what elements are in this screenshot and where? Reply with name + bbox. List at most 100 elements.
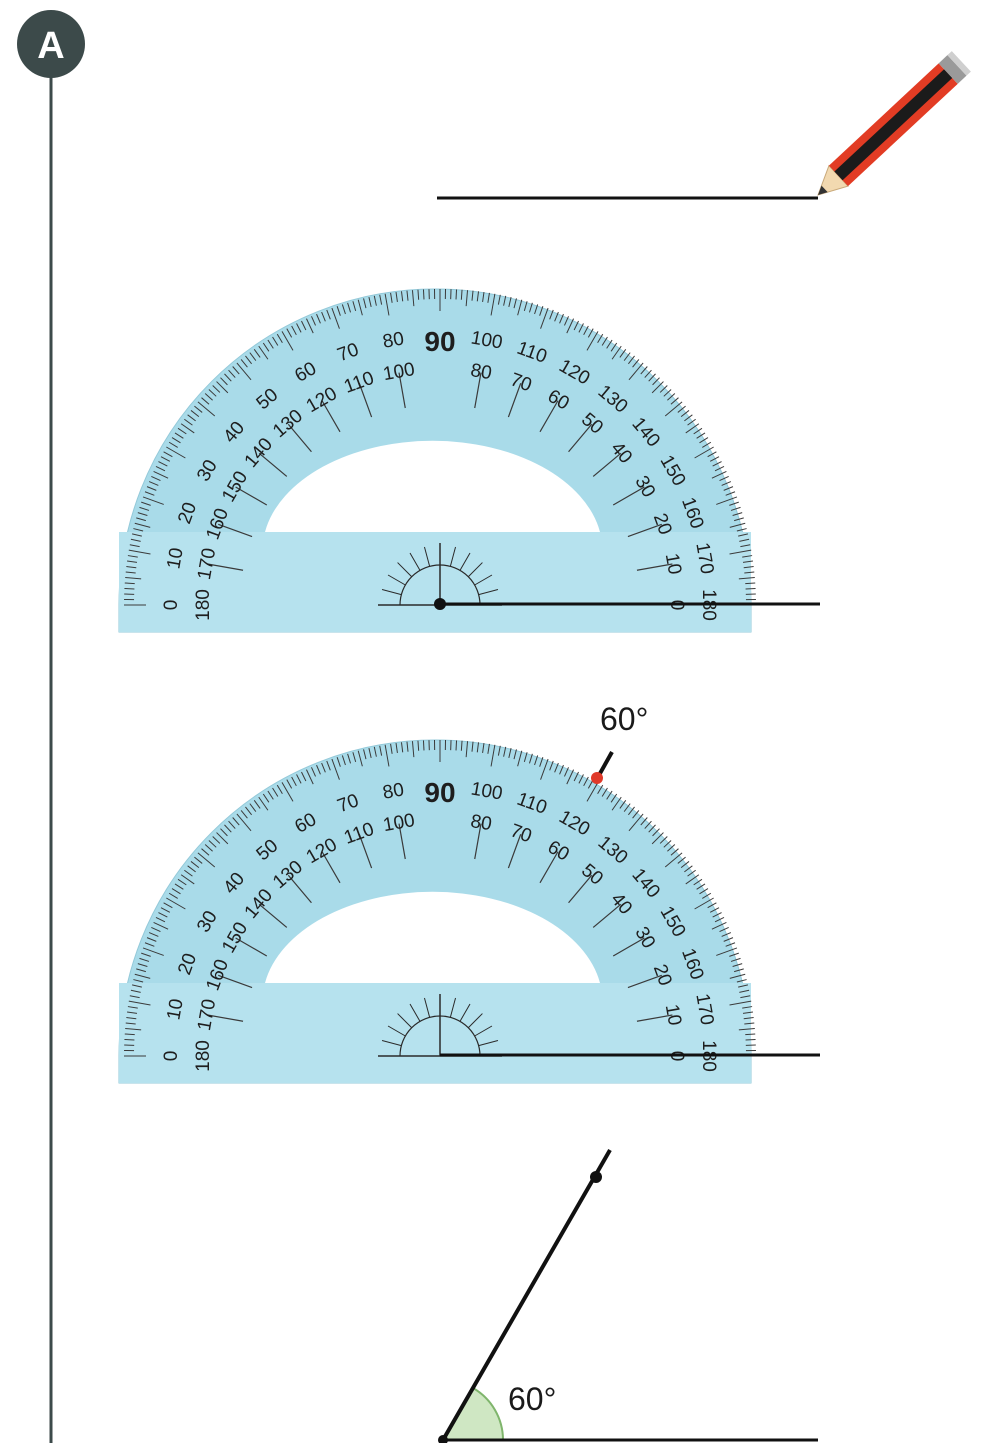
scale-tick bbox=[180, 423, 195, 434]
scale-tick bbox=[740, 544, 751, 548]
scale-tick bbox=[212, 385, 221, 393]
scale-tick bbox=[712, 912, 722, 918]
scale-tick bbox=[628, 813, 644, 832]
scale-tick bbox=[395, 743, 398, 754]
scale-tick bbox=[549, 309, 554, 320]
scale-tick bbox=[711, 921, 727, 930]
scale-tick bbox=[190, 410, 200, 418]
scale-tick bbox=[347, 753, 352, 764]
scale-tick bbox=[606, 339, 613, 349]
scale-tick bbox=[276, 784, 283, 794]
scale-tick bbox=[564, 767, 569, 777]
guide-tick bbox=[287, 423, 312, 453]
scale-tick bbox=[744, 571, 755, 574]
pencil-icon bbox=[817, 51, 971, 196]
guide-tick bbox=[398, 823, 406, 860]
guide-tick bbox=[321, 400, 341, 433]
scale-tick bbox=[652, 828, 660, 837]
scale-tick bbox=[240, 810, 248, 819]
scale-tick bbox=[301, 771, 307, 782]
scale-tick bbox=[559, 313, 564, 324]
scale-tick bbox=[177, 878, 187, 886]
scale-tick bbox=[347, 302, 352, 313]
scale-tick bbox=[687, 869, 696, 877]
guide-tick bbox=[592, 452, 622, 477]
center-arc bbox=[399, 564, 481, 606]
scale-tick bbox=[291, 325, 297, 336]
scale-tick bbox=[400, 742, 404, 753]
scale-tick bbox=[742, 1011, 753, 1014]
scale-tick bbox=[373, 295, 377, 306]
scale-90-label: 90 bbox=[424, 326, 455, 357]
scale-tick bbox=[513, 749, 517, 760]
scale-tick bbox=[363, 298, 367, 309]
guide-tick bbox=[636, 563, 673, 571]
scale-tick bbox=[258, 345, 269, 360]
scale-tick bbox=[127, 560, 138, 563]
scale-tick bbox=[180, 874, 195, 885]
scale-tick bbox=[262, 342, 270, 352]
scale-tick bbox=[336, 757, 341, 767]
scale-tick bbox=[228, 369, 236, 378]
scale-tick bbox=[174, 432, 184, 439]
guide-tick bbox=[627, 974, 662, 989]
step-badge: A bbox=[17, 10, 85, 78]
scale-tick bbox=[659, 385, 668, 393]
scale-tick bbox=[417, 740, 420, 751]
scale-tick bbox=[141, 952, 151, 957]
scale-tick bbox=[573, 771, 579, 782]
scale-tick bbox=[232, 817, 240, 826]
scale-tick bbox=[663, 389, 672, 397]
scale-tick bbox=[232, 366, 240, 375]
scale-tick bbox=[745, 1033, 756, 1036]
scale-tick bbox=[460, 740, 463, 751]
scale-tick bbox=[539, 306, 544, 316]
scale-tick bbox=[719, 476, 729, 481]
guide-tick bbox=[507, 834, 522, 869]
scale-tick bbox=[734, 517, 744, 522]
scale-tick bbox=[640, 817, 648, 826]
marker-pointer bbox=[596, 751, 614, 778]
scale-tick bbox=[197, 401, 216, 417]
scale-tick bbox=[148, 932, 159, 937]
scale-tick bbox=[455, 289, 458, 300]
scale-tick bbox=[184, 869, 193, 877]
scale-tick bbox=[341, 755, 346, 766]
scale-tick bbox=[670, 397, 679, 405]
scale-tick bbox=[249, 352, 257, 361]
step4-vertex-point bbox=[438, 1435, 448, 1443]
scale-tick bbox=[680, 410, 690, 418]
scale-tick bbox=[204, 844, 213, 852]
center-fan-tick bbox=[381, 588, 402, 596]
scale-tick bbox=[566, 318, 575, 334]
scale-tick bbox=[194, 856, 203, 864]
scale-tick bbox=[707, 902, 717, 909]
scale-tick bbox=[331, 758, 340, 780]
scale-tick bbox=[236, 362, 252, 381]
scale-tick bbox=[709, 456, 720, 462]
guide-tick bbox=[474, 823, 482, 860]
scale-tick bbox=[146, 486, 157, 491]
scale-tick bbox=[395, 292, 398, 303]
guide-tick bbox=[358, 383, 373, 418]
scale-tick bbox=[422, 289, 425, 300]
center-fan-tick bbox=[467, 562, 483, 578]
scale-tick bbox=[712, 461, 722, 467]
scale-tick bbox=[321, 311, 326, 322]
scale-tick bbox=[158, 461, 168, 467]
scale-tick bbox=[276, 333, 283, 343]
scale-tick bbox=[597, 333, 604, 343]
scale-tick bbox=[627, 355, 635, 365]
scale-tick bbox=[411, 741, 415, 758]
scale-tick bbox=[503, 295, 507, 306]
scale-tick bbox=[126, 565, 137, 569]
scale-tick bbox=[136, 968, 146, 973]
scale-label: 0 bbox=[161, 1051, 182, 1062]
scale-tick bbox=[640, 366, 648, 375]
scale-tick bbox=[305, 769, 314, 785]
scale-tick bbox=[163, 451, 173, 458]
scale-tick bbox=[597, 784, 604, 794]
scale-label: 0 bbox=[161, 600, 182, 611]
scale-tick bbox=[258, 796, 269, 811]
scale-tick bbox=[131, 533, 142, 537]
